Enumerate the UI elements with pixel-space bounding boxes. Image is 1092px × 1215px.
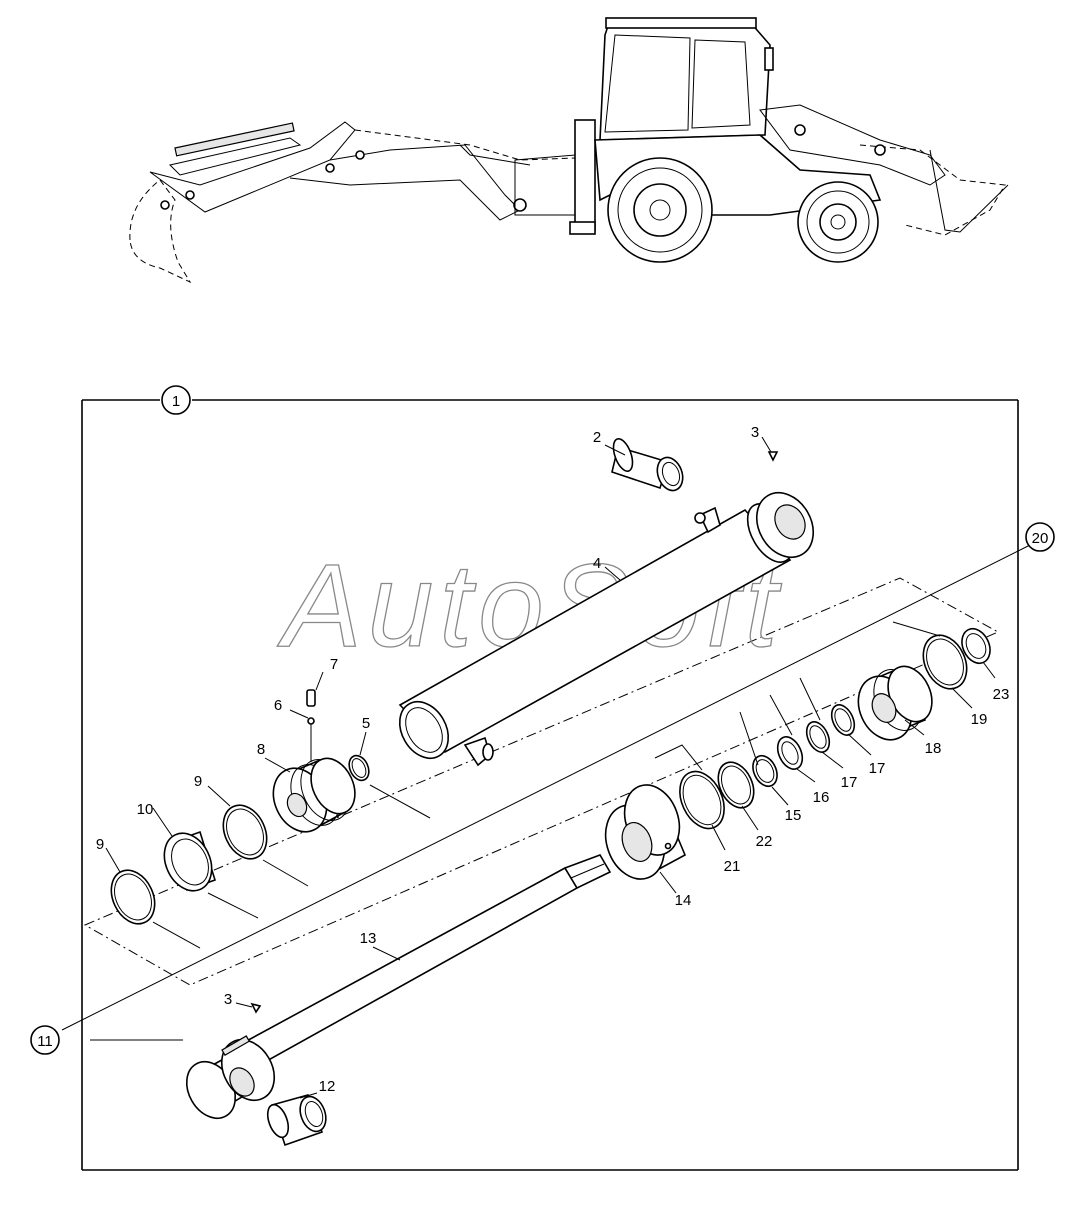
leader-lines bbox=[61, 436, 1031, 1099]
ring-16 bbox=[776, 736, 804, 770]
callout-1-circle bbox=[161, 385, 191, 415]
callout-17b: 17 bbox=[869, 760, 886, 777]
ring-17-a bbox=[805, 721, 831, 753]
callout-18: 18 bbox=[925, 740, 942, 757]
callout-22: 22 bbox=[756, 833, 773, 850]
callout-10: 10 bbox=[137, 801, 154, 818]
callout-14: 14 bbox=[675, 892, 692, 909]
ring-9-b bbox=[110, 869, 156, 925]
callout-11: 11 bbox=[37, 1033, 53, 1050]
ring-22 bbox=[717, 761, 755, 809]
callout-15: 15 bbox=[785, 807, 802, 824]
callout-6: 6 bbox=[274, 697, 282, 714]
grease-nipple-top bbox=[767, 451, 779, 462]
set-screw bbox=[306, 689, 316, 762]
ring-15 bbox=[752, 754, 778, 788]
callout-9a: 9 bbox=[194, 773, 202, 790]
ring-10 bbox=[163, 832, 213, 892]
assembly-frame bbox=[81, 399, 1019, 1171]
callout-8: 8 bbox=[257, 741, 265, 758]
ring-17-b bbox=[830, 704, 856, 736]
callout-23: 23 bbox=[993, 686, 1010, 703]
callout-1: 1 bbox=[172, 393, 180, 410]
backhoe-loader-illustration bbox=[129, 17, 1009, 284]
o-ring-5 bbox=[348, 754, 370, 782]
callout-5: 5 bbox=[362, 715, 370, 732]
seal-rings bbox=[110, 627, 991, 925]
callout-12: 12 bbox=[319, 1078, 336, 1095]
callout-7: 7 bbox=[330, 656, 338, 673]
callout-4: 4 bbox=[593, 555, 601, 572]
grease-nipple-rod bbox=[250, 1002, 262, 1014]
callout-20-circle bbox=[1025, 522, 1055, 552]
piston-head bbox=[272, 757, 356, 833]
callout-3b: 3 bbox=[224, 991, 232, 1008]
piston-rod bbox=[185, 854, 612, 1120]
callout-21: 21 bbox=[724, 858, 741, 875]
bushing-top bbox=[611, 437, 684, 492]
callout-13: 13 bbox=[360, 930, 377, 947]
cylinder-head bbox=[604, 784, 687, 880]
callout-16: 16 bbox=[813, 789, 830, 806]
ring-19 bbox=[922, 634, 968, 690]
rod-piston bbox=[857, 665, 933, 741]
ring-9-a bbox=[222, 804, 268, 860]
cylinder-barrel bbox=[398, 492, 815, 767]
callout-17a: 17 bbox=[841, 774, 858, 791]
callout-11-circle bbox=[30, 1025, 60, 1055]
callouts: 1 20 11 2 3 4 5 6 7 8 9 10 9 3 13 12 14 … bbox=[30, 385, 1055, 1095]
callout-19: 19 bbox=[971, 711, 988, 728]
bushing-rod bbox=[266, 1094, 327, 1147]
callout-9b: 9 bbox=[96, 836, 104, 853]
callout-3a: 3 bbox=[751, 424, 759, 441]
callout-2: 2 bbox=[593, 429, 601, 446]
callout-20: 20 bbox=[1032, 530, 1049, 547]
